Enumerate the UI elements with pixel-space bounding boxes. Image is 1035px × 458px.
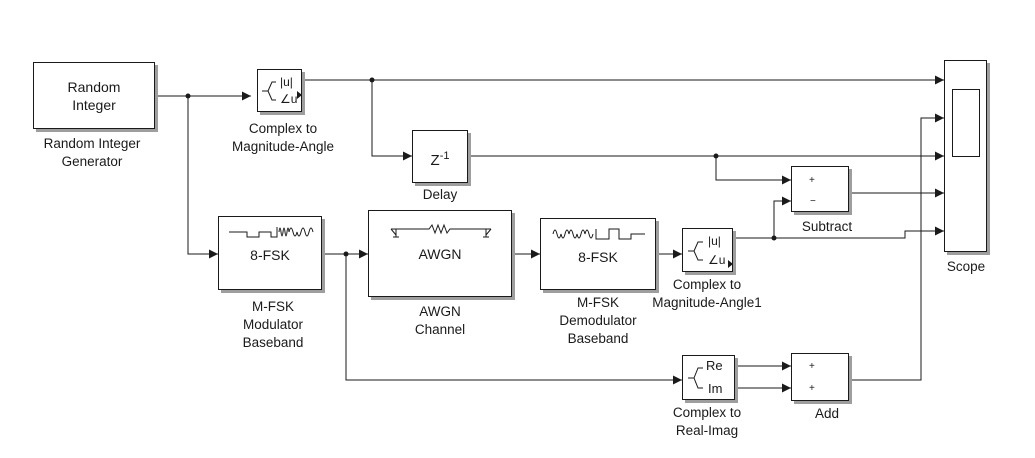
complex-to-mag-angle-block[interactable]: |u| ∠u — [257, 69, 302, 112]
subtract-block[interactable]: + − — [791, 166, 849, 212]
wire-c2ma-to-delay — [371, 80, 412, 161]
add-label: Add — [814, 406, 840, 421]
scope-block[interactable] — [944, 60, 987, 252]
junction-c2ma1 — [771, 235, 777, 241]
complex-to-mag-angle-label: Complex to Magnitude-Angle — [232, 120, 334, 156]
junction-rand — [185, 93, 191, 99]
mfsk-demod-label-1: M-FSK — [576, 295, 619, 310]
mfsk-modulator-label: M-FSK Modulator Baseband — [243, 298, 304, 352]
awgn-label-1: AWGN — [419, 304, 461, 319]
delay-z: z — [430, 152, 440, 169]
mfsk-demod-text: 8-FSK — [578, 249, 618, 265]
junction-c2ma — [369, 77, 375, 83]
mfsk-mod-label-3: Baseband — [242, 335, 304, 350]
random-integer-text-1: Random — [67, 79, 121, 95]
c2ri-out-re: Re — [706, 358, 723, 373]
mfsk-demod-label-2: Demodulator — [559, 313, 637, 328]
add-plus-sign-1: + — [809, 361, 815, 372]
complex-split-icon — [688, 241, 733, 268]
random-integer-text-2: Integer — [72, 97, 116, 113]
scope-label: Scope — [946, 259, 986, 274]
delay-label: Delay — [422, 187, 458, 202]
awgn-text: AWGN — [418, 246, 462, 262]
complex-to-mag-angle1-label: Complex to Magnitude-Angle1 — [652, 276, 762, 312]
wire-rand-to-mod — [187, 96, 218, 259]
mfsk-mod-label-2: Modulator — [242, 317, 304, 332]
complex-to-real-imag-block[interactable]: Re Im — [682, 355, 735, 400]
c2ma1-out-mag: |u| — [708, 234, 721, 248]
add-block[interactable]: + + — [791, 353, 849, 401]
c2ma-label-2: Magnitude-Angle — [231, 139, 335, 154]
c2ri-label-2: Real-Imag — [675, 423, 739, 438]
c2ma-out-mag: |u| — [280, 75, 293, 89]
add-plus-sign-2: + — [809, 383, 815, 394]
subtract-minus-sign: − — [810, 196, 816, 207]
mfsk-demodulator-label: M-FSK Demodulator Baseband — [559, 294, 636, 348]
mfsk-demod-label-3: Baseband — [567, 331, 629, 346]
wire-mod-to-c2ri — [345, 254, 682, 385]
delay-text: z-1 — [413, 147, 467, 170]
awgn-channel-block[interactable]: AWGN — [368, 210, 512, 297]
fsk-waveform-icon — [229, 227, 314, 238]
random-integer-block[interactable]: Random Integer — [33, 62, 155, 129]
mfsk-modulator-block[interactable]: 8-FSK — [218, 216, 322, 290]
fsk-waveform-icon — [552, 228, 645, 240]
c2ma1-label-1: Complex to — [672, 277, 742, 292]
complex-split-icon — [688, 367, 703, 389]
scope-screen-icon — [952, 89, 980, 157]
c2ma1-out-angle: ∠u — [708, 253, 726, 267]
wire-delay-to-subtract — [715, 156, 791, 185]
c2ma-label-1: Complex to — [248, 121, 318, 136]
wire-c2ma1-to-scope5 — [733, 226, 944, 239]
c2ma1-label-2: Magnitude-Angle1 — [652, 295, 762, 310]
complex-split-icon — [262, 81, 302, 101]
c2ri-label-1: Complex to — [672, 405, 742, 420]
delay-block[interactable]: z-1 — [412, 130, 468, 183]
junction-delay — [713, 153, 719, 159]
random-integer-label-2: Generator — [61, 154, 123, 169]
delay-exp: -1 — [439, 150, 450, 162]
channel-icon — [390, 223, 492, 238]
mfsk-mod-label-1: M-FSK — [252, 299, 294, 314]
c2ri-out-im: Im — [708, 381, 723, 396]
complex-to-real-imag-label: Complex to Real-Imag — [673, 404, 741, 440]
random-integer-label-1: Random Integer — [43, 136, 141, 151]
wire-c2ma1-to-subtract — [773, 196, 791, 238]
c2ma-out-angle: ∠u — [280, 92, 298, 106]
mfsk-mod-text: 8-FSK — [250, 247, 290, 263]
subtract-plus-sign: + — [809, 175, 815, 186]
junction-mod — [343, 251, 349, 257]
awgn-label-2: Channel — [414, 322, 466, 337]
subtract-label: Subtract — [801, 219, 853, 234]
random-integer-label: Random Integer Generator — [44, 135, 141, 171]
complex-to-mag-angle1-block[interactable]: |u| ∠u — [682, 228, 733, 272]
mfsk-demodulator-block[interactable]: 8-FSK — [540, 218, 656, 290]
wire-add-to-scope2 — [849, 113, 944, 381]
awgn-channel-label: AWGN Channel — [415, 303, 465, 339]
